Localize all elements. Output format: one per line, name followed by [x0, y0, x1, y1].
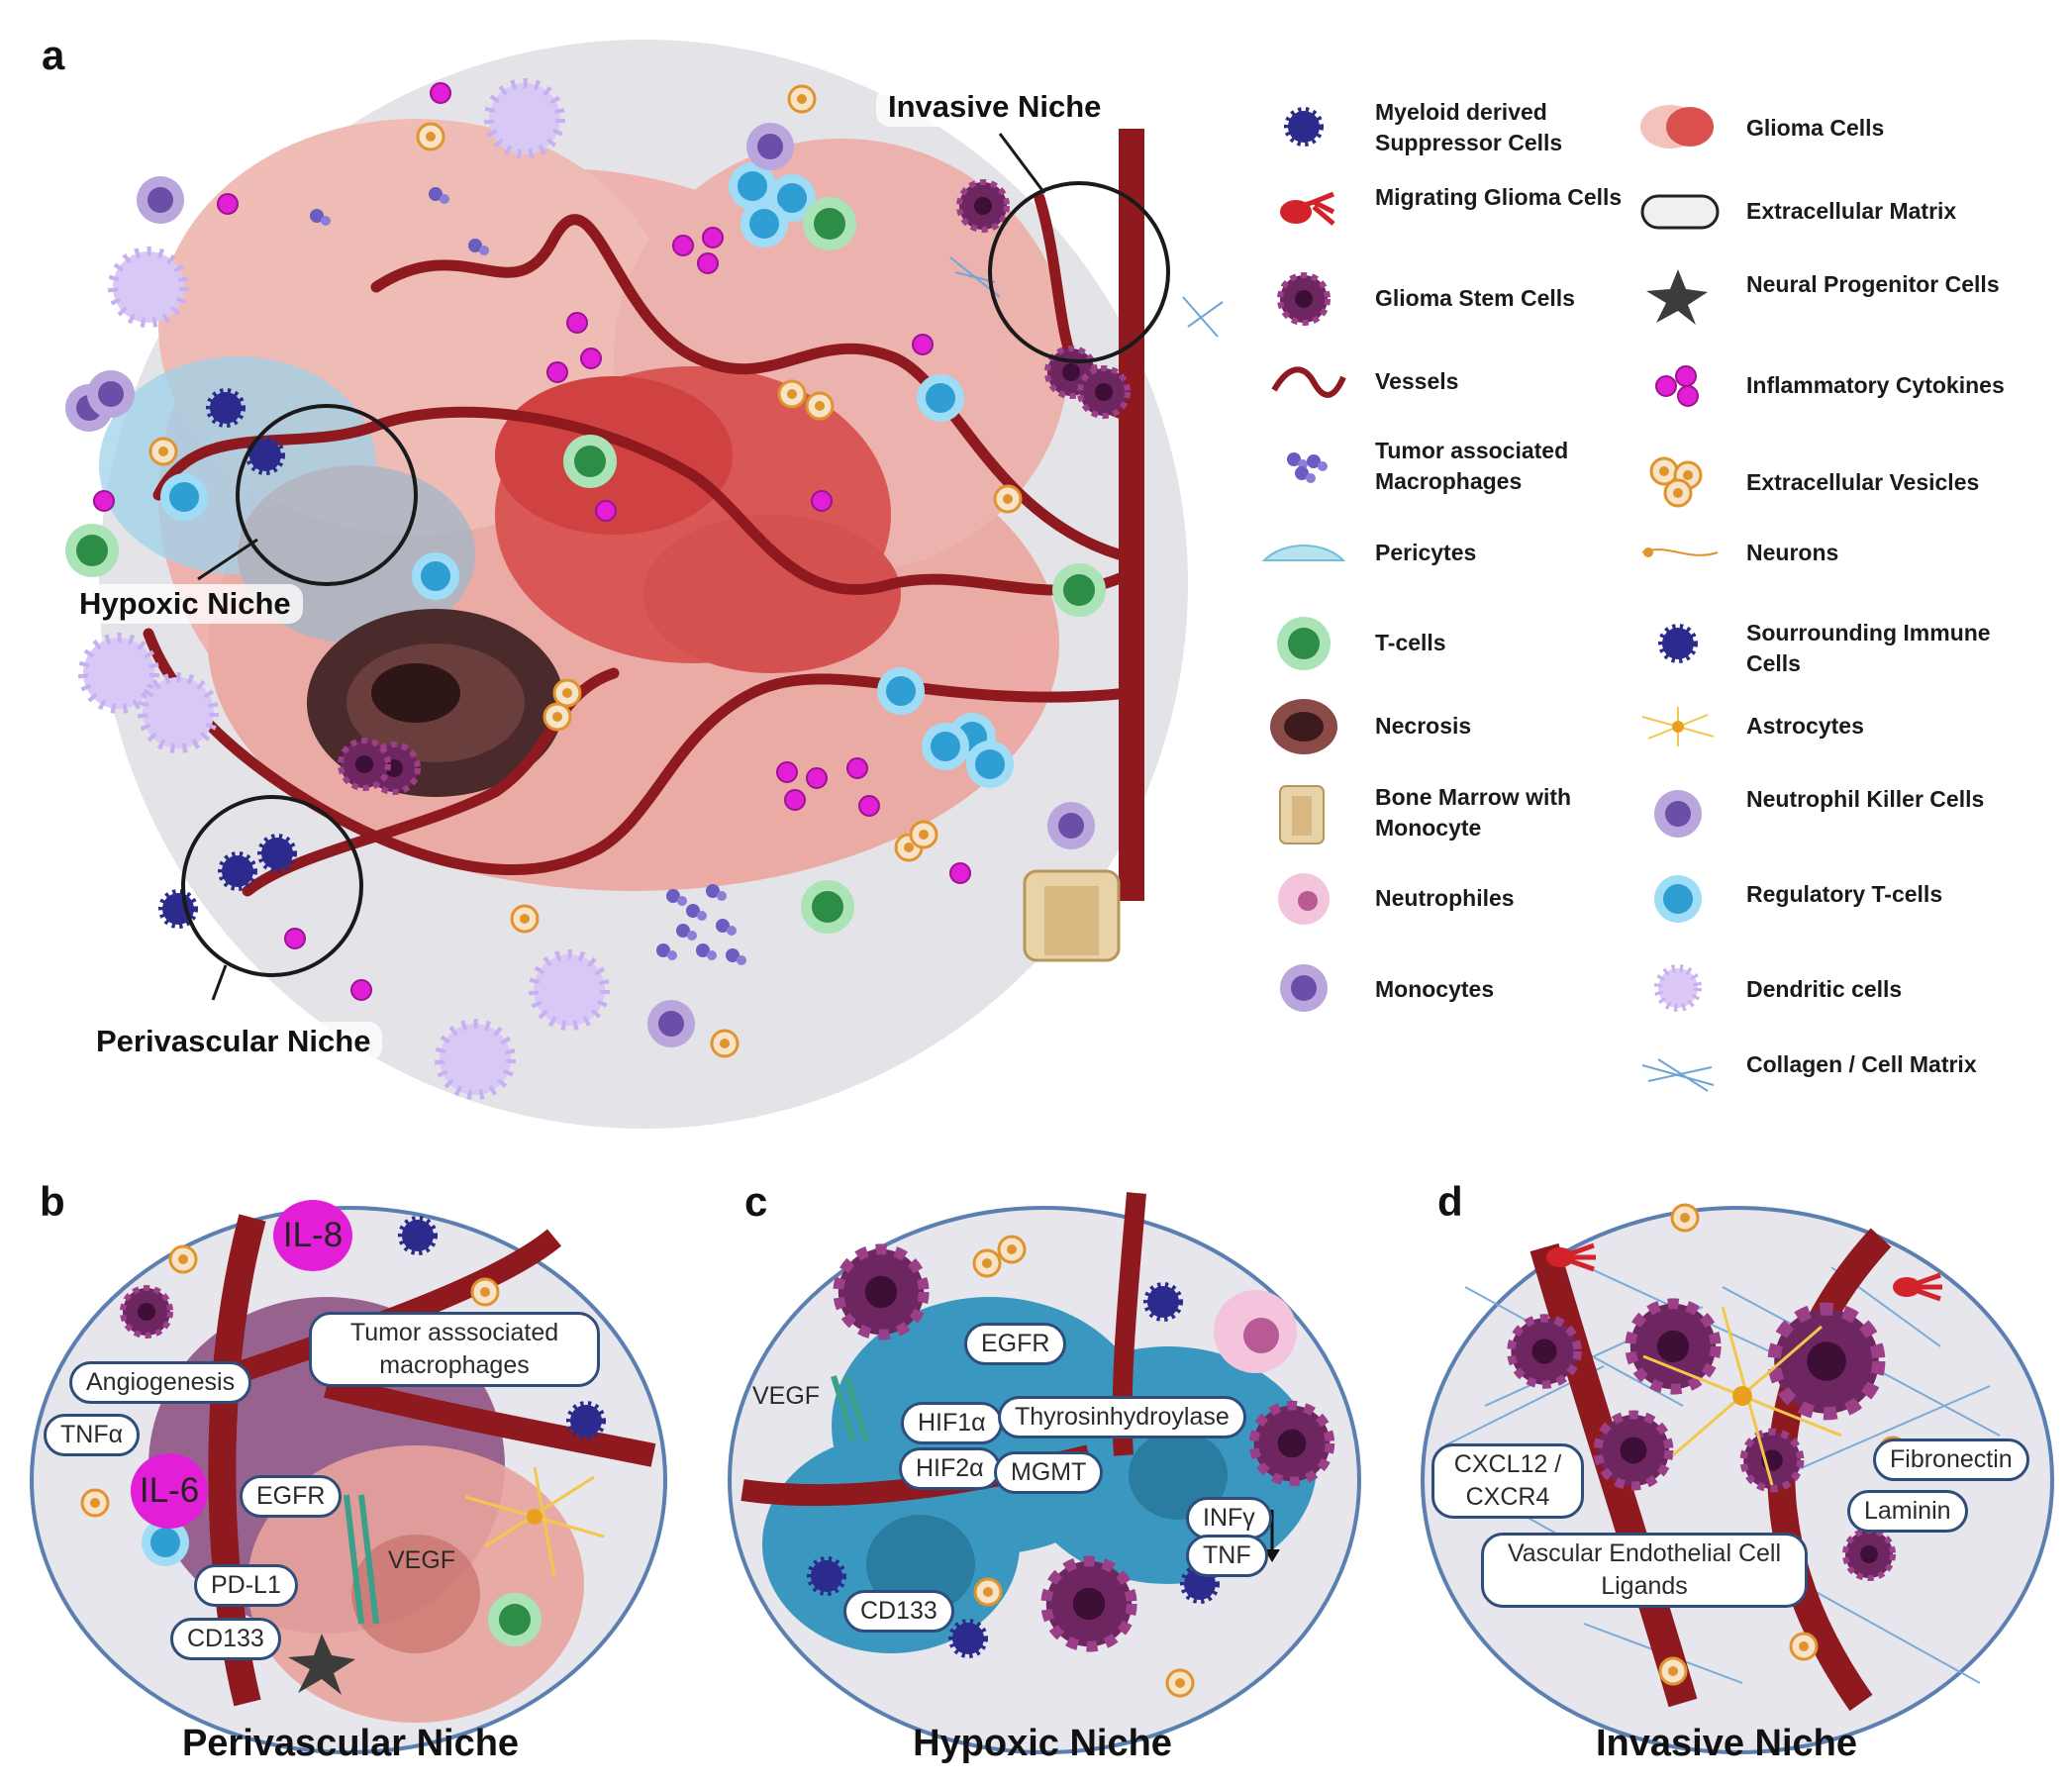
- tag-hif1a: HIF1α: [901, 1402, 1003, 1444]
- il6-bubble: IL-6: [131, 1453, 208, 1529]
- legend-item-migrating-glioma: Migrating Glioma Cells: [1375, 184, 1623, 210]
- invasive-niche-label: Invasive Niche: [876, 87, 1114, 127]
- legend-item-cytokines: Inflammatory Cytokines: [1746, 372, 2005, 398]
- panel-letter-c: c: [744, 1178, 768, 1225]
- legend-item-bone-marrow: Bone Marrow with Monocyte: [1375, 784, 1572, 841]
- tag-vegf-c: VEGF: [752, 1382, 821, 1410]
- legend-item-myeloid: Myeloid derived Suppressor Cells: [1375, 99, 1563, 155]
- tag-egfr-b: EGFR: [240, 1475, 343, 1518]
- tag-egfr-c: EGFR: [964, 1323, 1067, 1365]
- legend-item-immune-cells: Sourrounding Immune Cells: [1746, 620, 1991, 676]
- tag-vecl: Vascular Endothelial Cell Ligands: [1481, 1533, 1808, 1608]
- legend-item-astrocytes: Astrocytes: [1746, 713, 1864, 739]
- tag-cd133-b: CD133: [170, 1618, 281, 1660]
- il8-bubble: IL-8: [273, 1200, 352, 1271]
- legend-item-necrosis: Necrosis: [1375, 713, 1472, 739]
- hypoxic-niche-label: Hypoxic Niche: [67, 584, 303, 624]
- legend-item-nk-cells: Neutrophil Killer Cells: [1746, 786, 1985, 812]
- panel-letter-b: b: [40, 1178, 65, 1225]
- tag-tam: Tumor asssociated macrophages: [309, 1312, 600, 1387]
- legend-item-glioma-cells: Glioma Cells: [1746, 115, 1885, 141]
- tag-laminin: Laminin: [1847, 1490, 1968, 1533]
- legend-icons: [1261, 111, 1346, 1012]
- panel-letter-a: a: [42, 32, 65, 78]
- legend-item-pericytes: Pericytes: [1375, 540, 1477, 565]
- tag-angiogenesis: Angiogenesis: [69, 1361, 252, 1404]
- legend-item-monocytes: Monocytes: [1375, 976, 1495, 1002]
- invasive-title: Invasive Niche: [1595, 1723, 1858, 1764]
- niche-pointers: [197, 133, 1046, 1001]
- tag-infy: INFγ: [1186, 1497, 1272, 1539]
- legend-item-t-cells: T-cells: [1375, 630, 1446, 655]
- legend-item-neurons: Neurons: [1746, 540, 1839, 565]
- legend-item-ecm: Extracellular Matrix: [1746, 198, 1957, 224]
- legend-item-neural-progenitor: Neural Progenitor Cells: [1746, 271, 2000, 297]
- legend-item-macrophages: Tumor associated Macrophages: [1375, 438, 1569, 494]
- tag-hif2a: HIF2α: [899, 1447, 1001, 1490]
- legend-item-neutrophiles: Neutrophiles: [1375, 885, 1515, 911]
- perivascular-niche-label: Perivascular Niche: [84, 1022, 383, 1061]
- perivascular-title: Perivascular Niche: [181, 1723, 520, 1764]
- invasive-panel: [1421, 1203, 2054, 1754]
- perivascular-panel: [30, 1206, 667, 1754]
- tag-cd133-c: CD133: [843, 1590, 954, 1633]
- tag-tnf: TNF: [1186, 1535, 1268, 1577]
- panel-letter-d: d: [1437, 1178, 1463, 1225]
- legend-item-treg: Regulatory T-cells: [1746, 881, 1943, 907]
- tag-tnfa: TNFα: [44, 1414, 141, 1456]
- main-vessel: [1119, 129, 1144, 901]
- tag-cxcl: CXCL12 / CXCR4: [1431, 1443, 1584, 1519]
- bone-marrow: [1023, 869, 1121, 962]
- tag-mgmt: MGMT: [994, 1451, 1104, 1494]
- vessels: [143, 192, 1135, 897]
- legend-item-glioma-stem: Glioma Stem Cells: [1375, 285, 1575, 311]
- legend-item-dendritic: Dendritic cells: [1746, 976, 1903, 1002]
- tag-pdl1: PD-L1: [194, 1564, 298, 1607]
- legend-item-vessels: Vessels: [1375, 368, 1459, 394]
- tag-fibronectin: Fibronectin: [1873, 1439, 2029, 1481]
- tumor-microenvironment-panel: [65, 40, 1224, 1129]
- legend-item-vesicles: Extracellular Vesicles: [1746, 469, 1980, 495]
- tag-vegf-b: VEGF: [388, 1546, 456, 1574]
- tag-thyro: Thyrosinhydroylase: [998, 1396, 1246, 1439]
- legend-icons-right: [1640, 105, 1720, 1092]
- niche-circles: [181, 181, 1170, 977]
- legend-item-collagen: Collagen / Cell Matrix: [1746, 1051, 1977, 1077]
- hypoxic-title: Hypoxic Niche: [913, 1723, 1172, 1764]
